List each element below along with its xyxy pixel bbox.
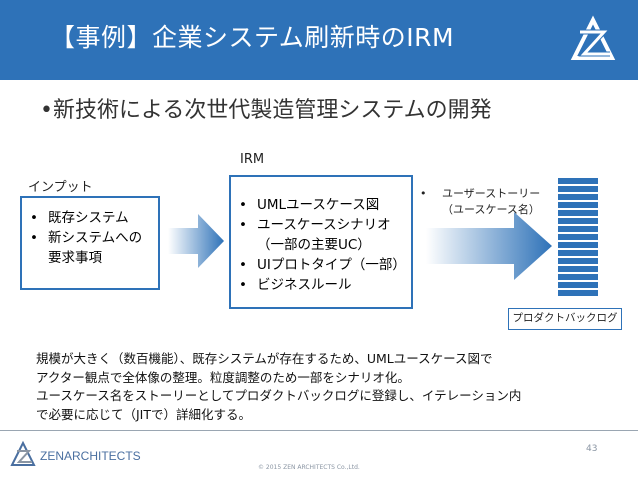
backlog-item [558,242,598,248]
slide-subtitle: •新技術による次世代製造管理システムの開発 [40,98,492,123]
backlog-item [558,274,598,280]
irm-item-continuation: （一部の主要UC） [257,237,371,253]
arrow-right-icon [168,214,224,268]
irm-item: UMLユースケース図 [237,195,407,215]
backlog-item [558,266,598,272]
product-backlog-label: プロダクトバックログ [508,308,622,330]
backlog-item [558,282,598,288]
backlog-item [558,290,598,296]
copyright: © 2015 ZEN ARCHITECTS Co.,Ltd. [258,464,360,471]
backlog-item [558,202,598,208]
irm-label: IRM [240,152,265,167]
description-line: アクター観点で全体像の整理。粒度調整のため一部をシナリオ化。 [36,369,410,385]
zen-architects-logo-icon [570,15,616,60]
irm-item: ユースケースシナリオ [237,215,407,235]
backlog-item [558,234,598,240]
input-label: インプット [28,180,93,195]
description: 規模が大きく（数百機能）、既存システムが存在するため、UMLユースケース図で ア… [36,350,521,424]
user-story-line: （ユースケース名） [442,203,540,216]
input-item-continuation: 要求事項 [48,250,102,266]
backlog-item [558,250,598,256]
user-story-bullet: • [420,187,427,200]
arrow-right-wide-icon [426,212,552,280]
footer-logo-text: ZENARCHITECTS [40,449,141,463]
slide-title: 【事例】企業システム刷新時のIRM [50,23,455,52]
backlog-item [558,258,598,264]
user-story-line: ユーザーストーリー [442,187,541,200]
backlog-item [558,218,598,224]
title-bar: 【事例】企業システム刷新時のIRM [0,0,638,80]
input-item: 既存システム [28,208,154,228]
backlog-item [558,178,598,184]
description-line: で必要に応じて（JITで）詳細化する。 [36,406,252,422]
irm-item: ビジネスルール [237,275,407,295]
description-line: 規模が大きく（数百機能）、既存システムが存在するため、UMLユースケース図で [36,351,493,366]
backlog-stack [558,178,598,298]
footer-divider [0,430,638,431]
input-item: 新システムへの [28,228,154,248]
backlog-item [558,186,598,192]
backlog-item [558,226,598,232]
input-box: 既存システム 新システムへの 要求事項 [20,196,160,290]
irm-box: UMLユースケース図 ユースケースシナリオ （一部の主要UC） UIプロトタイプ… [229,175,413,309]
backlog-item [558,194,598,200]
zen-architects-footer-logo: ZENARCHITECTS [10,440,141,466]
irm-item: UIプロトタイプ（一部） [237,255,407,275]
user-story-note: • ユーザーストーリー （ユースケース名） [420,186,540,218]
page-number: 43 [586,444,598,454]
description-line: ユースケース名をストーリーとしてプロダクトバックログに登録し、イテレーション内 [36,388,522,403]
backlog-item [558,210,598,216]
